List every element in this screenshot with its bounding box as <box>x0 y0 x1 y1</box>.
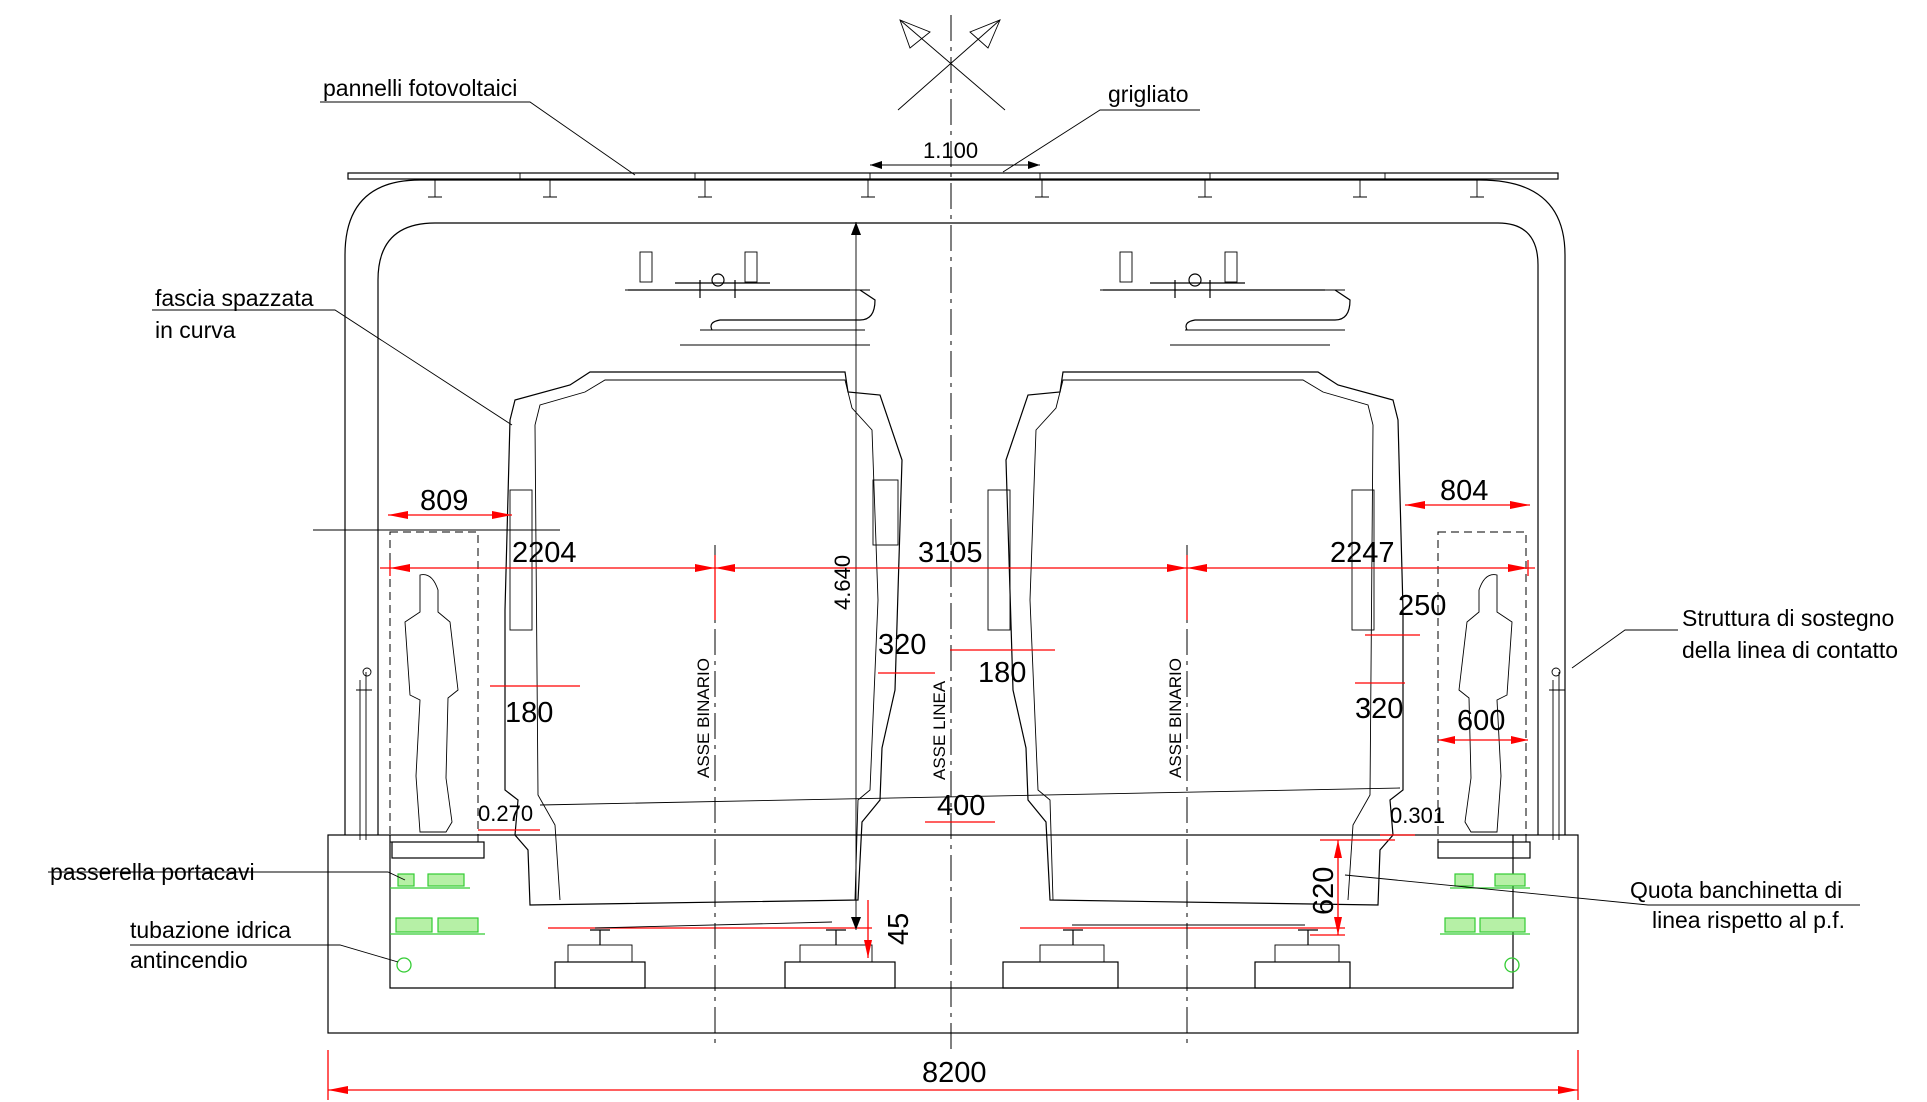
dim-320-right: 320 <box>1355 693 1403 725</box>
flag-symbol-icon <box>897 19 1006 111</box>
roof-panels <box>347 172 1559 198</box>
dim-600: 600 <box>1457 705 1505 737</box>
gauge-left <box>504 371 903 906</box>
label-pannelli: pannelli fotovoltaici <box>323 75 517 101</box>
dim-809: 809 <box>420 485 468 517</box>
label-tubazione-2: antincendio <box>130 947 248 973</box>
dim-320-left: 320 <box>878 629 926 661</box>
grigliato-dimension <box>870 161 1040 169</box>
dimension-lines <box>327 501 1579 1100</box>
dim-180-center: 180 <box>978 657 1026 689</box>
cable-tray-left <box>390 873 485 973</box>
dim-0270: 0.270 <box>478 801 533 826</box>
dim-2247: 2247 <box>1330 537 1395 569</box>
label-passerella: passerella portacavi <box>50 859 255 885</box>
dim-4640: 4.640 <box>830 555 855 610</box>
tunnel-shell <box>327 179 1579 1034</box>
label-quota-2: linea rispetto al p.f. <box>1652 907 1845 933</box>
dim-grigliato: 1.100 <box>923 138 978 163</box>
label-asse-linea: ASSE LINEA <box>930 680 949 780</box>
label-grigliato: grigliato <box>1108 81 1189 107</box>
dim-8200: 8200 <box>922 1057 987 1089</box>
track-right <box>1002 924 1351 989</box>
dim-400: 400 <box>937 790 985 822</box>
leader-lines <box>48 101 1860 963</box>
label-asse-binario-left: ASSE BINARIO <box>694 658 713 778</box>
cable-tray-right <box>1440 873 1530 973</box>
label-quota-1: Quota banchinetta di <box>1630 877 1842 903</box>
label-fascia-2: in curva <box>155 317 236 343</box>
dim-2204: 2204 <box>512 537 577 569</box>
dim-620: 620 <box>1308 867 1340 915</box>
walkway-left <box>356 531 485 859</box>
height-dimension <box>851 222 861 930</box>
label-struttura-1: Struttura di sostegno <box>1682 605 1894 631</box>
catenary-left <box>625 251 876 346</box>
dim-250: 250 <box>1398 590 1446 622</box>
label-asse-binario-right: ASSE BINARIO <box>1166 658 1185 778</box>
label-fascia-1: fascia spazzata <box>155 285 314 311</box>
label-struttura-2: della linea di contatto <box>1682 637 1898 663</box>
dim-180-left: 180 <box>505 697 553 729</box>
track-left <box>548 921 896 989</box>
catenary-right <box>1100 251 1351 346</box>
dim-0301: 0.301 <box>1390 803 1445 828</box>
walkway-right <box>1437 531 1565 859</box>
dim-804: 804 <box>1440 475 1488 507</box>
dim-45: 45 <box>883 913 915 945</box>
gauge-right <box>987 371 1404 906</box>
label-tubazione-1: tubazione idrica <box>130 917 291 943</box>
dim-3105: 3105 <box>918 537 983 569</box>
